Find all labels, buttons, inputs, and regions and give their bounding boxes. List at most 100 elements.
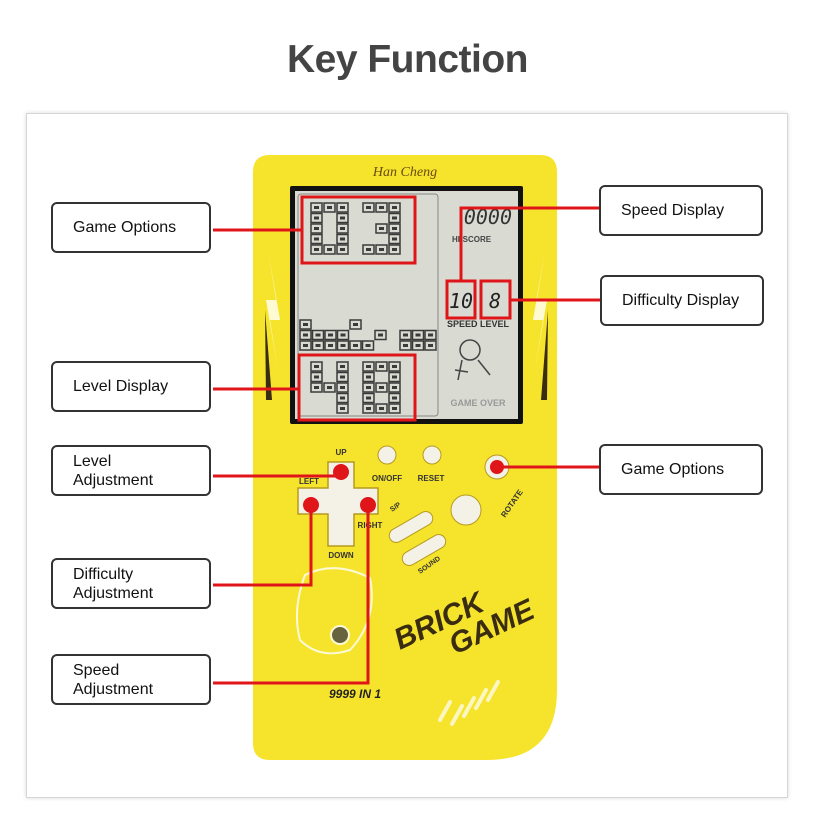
label-line: Adjustment: [73, 584, 154, 602]
lcd-brick-core: [379, 206, 384, 209]
pikachu-mascot-icon: [296, 567, 373, 655]
game-over-label: GAME OVER: [450, 398, 506, 408]
speaker-grille: [438, 680, 500, 726]
lcd-brick: [362, 392, 375, 404]
lcd-brick-core: [315, 344, 321, 347]
lcd-brick: [388, 382, 401, 393]
lcd-brick-core: [415, 333, 421, 337]
lcd-brick-core: [366, 407, 371, 410]
onoff-label: ON/OFF: [372, 474, 402, 483]
label-text: Speed Display: [621, 202, 725, 219]
device-shape: [486, 680, 500, 702]
device-shape: [462, 696, 476, 718]
lcd-brick-core: [366, 365, 371, 368]
lcd-brick-core: [340, 344, 346, 347]
model-label: 9999 IN 1: [329, 687, 381, 701]
lcd-brick: [388, 223, 401, 234]
lcd-brick-core: [392, 248, 397, 251]
lcd-brick: [323, 202, 336, 213]
label-level-display: Level Display: [51, 361, 211, 412]
lcd-brick: [362, 361, 375, 372]
lcd-brick: [336, 392, 349, 404]
lcd-brick-core: [353, 344, 358, 347]
lcd-brick-core: [379, 386, 384, 389]
lcd-brick-core: [303, 344, 308, 347]
lcd-brick: [375, 202, 388, 213]
callout-lines: [213, 195, 600, 685]
label-difficulty-display: Difficulty Display: [600, 275, 764, 326]
lcd-brick: [310, 202, 323, 213]
lcd-brick: [299, 319, 312, 330]
device-shape: [213, 505, 370, 685]
lcd-brick: [299, 340, 312, 351]
lcd-brick-core: [392, 386, 397, 389]
lcd-brick: [324, 340, 337, 351]
lcd-brick: [388, 392, 401, 404]
lcd-brick-core: [392, 365, 397, 368]
lcd-brick-core: [428, 344, 433, 347]
lcd-brick: [336, 403, 349, 414]
lcd-brick: [411, 329, 425, 341]
lcd-brick: [349, 340, 362, 351]
lcd-brick-core: [340, 375, 345, 379]
lcd-bricks: [299, 202, 437, 414]
lcd-brick-core: [379, 365, 384, 368]
lcd-brick: [388, 403, 401, 414]
lcd-brick: [336, 382, 349, 393]
lcd-brick: [336, 223, 349, 234]
lcd-brick-core: [392, 206, 397, 209]
lcd-brick-core: [428, 333, 433, 337]
lcd-brick: [310, 244, 323, 255]
sp-button: [388, 511, 434, 543]
lcd-brick: [349, 319, 362, 330]
device-shape: [330, 625, 350, 645]
lcd-brick: [336, 361, 349, 372]
lcd-brick: [362, 202, 375, 213]
up-dot: [333, 464, 349, 480]
lcd-brick-core: [340, 365, 345, 368]
lcd-brick-core: [392, 237, 397, 241]
sound-button: [401, 534, 447, 566]
page-title: Key Function: [286, 38, 529, 81]
lcd-brick: [388, 244, 401, 255]
lcd-brick: [424, 329, 437, 341]
lcd-brick: [388, 371, 401, 383]
mascot-icon: [454, 339, 491, 381]
device-shape: [459, 339, 481, 361]
rotate-button: [450, 494, 482, 526]
lcd-brick: [336, 340, 350, 351]
reset-label: RESET: [418, 474, 445, 483]
device-shape: [296, 567, 373, 655]
lcd-brick: [375, 244, 388, 255]
lcd-brick: [374, 329, 387, 341]
lcd-brick: [375, 403, 388, 414]
lcd-brick-core: [379, 248, 384, 251]
left-dot: [303, 497, 319, 513]
lcd-brick-core: [392, 227, 397, 230]
lcd-brick: [299, 329, 312, 341]
label-line: Adjustment: [73, 471, 154, 489]
lcd-brick-core: [314, 386, 319, 389]
lcd-brick-core: [392, 216, 397, 220]
reset-button: [422, 445, 442, 465]
lcd-brick: [310, 371, 323, 383]
down-label: DOWN: [328, 551, 354, 560]
lcd-brick: [362, 403, 375, 414]
lcd-brick-core: [378, 333, 383, 337]
device-shape: [450, 704, 464, 726]
lcd-brick: [336, 244, 349, 255]
lcd-brick: [375, 223, 388, 234]
right-dot: [360, 497, 376, 513]
lcd-brick-core: [340, 206, 345, 209]
lcd-brick: [311, 329, 325, 341]
lcd-brick-core: [392, 375, 397, 379]
lcd-brick-core: [315, 333, 321, 337]
label-text: Game Options: [73, 219, 177, 236]
level-readout: 8: [489, 289, 501, 313]
dpad[interactable]: [297, 461, 379, 547]
lcd-brick-core: [379, 407, 384, 410]
